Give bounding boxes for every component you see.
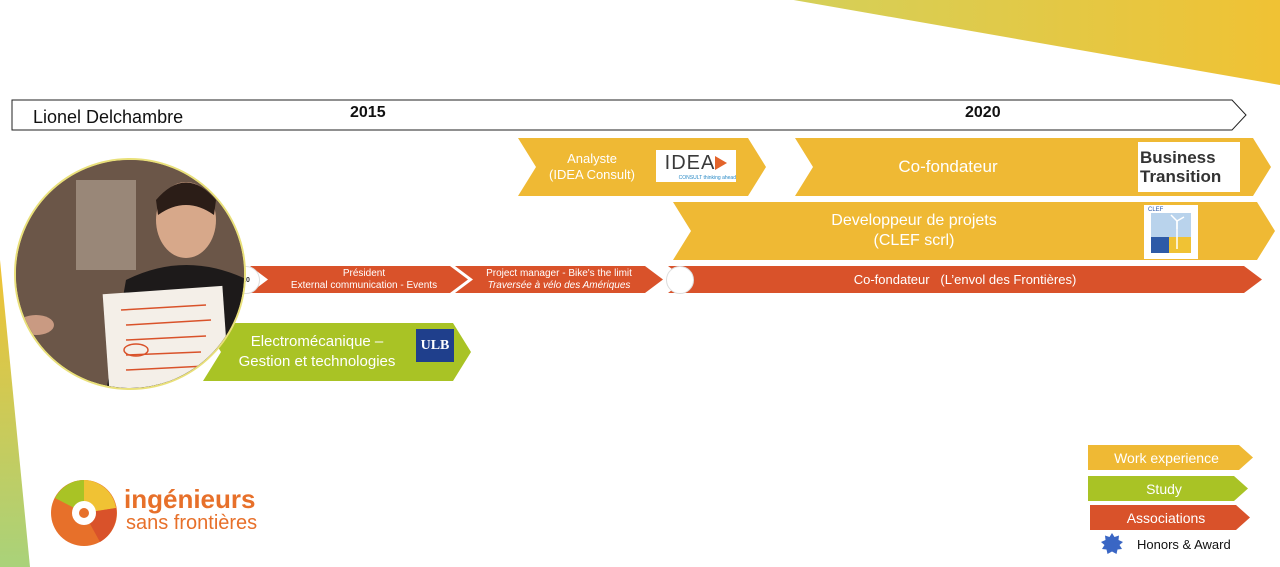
assoc-bikes-line2: Traversée à vélo des Amériques	[487, 279, 631, 291]
work-developpeur-title: Developpeur de projets	[831, 212, 997, 229]
work-cofondateur-title: Co-fondateur	[898, 157, 998, 176]
legend-study: Study	[1088, 476, 1248, 501]
idea-triangle-icon	[715, 156, 728, 170]
legend-honors-label: Honors & Award	[1137, 537, 1231, 552]
ulb-logo-text: ULB	[420, 337, 450, 353]
bt-logo-line1: Business	[1140, 148, 1216, 167]
study-line2: Gestion et technologies	[238, 353, 396, 370]
legend-assoc-label: Associations	[1126, 509, 1206, 526]
envol-logo-icon	[666, 266, 694, 294]
year-2020: 2020	[965, 104, 1001, 121]
legend-study-label: Study	[1146, 480, 1182, 497]
legend-associations: Associations	[1090, 505, 1250, 530]
assoc-bikes-arrow: Project manager - Bike's the limit Trave…	[455, 266, 663, 293]
ulb-logo: ULB	[416, 329, 454, 362]
top-right-gradient-strip	[793, 0, 1280, 85]
assoc-envol-arrow: Co-fondateur (L’envol des Frontières)	[668, 266, 1262, 293]
assoc-bikes-line1: Project manager - Bike's the limit	[486, 267, 632, 279]
assoc-10-badge-text: 10	[242, 276, 250, 284]
profile-photo	[14, 158, 246, 390]
clef-logo-text: CLEF	[1148, 207, 1164, 213]
assoc-president-line2: External communication - Events	[290, 279, 438, 291]
study-line1: Electromécanique –	[250, 333, 384, 350]
idea-logo-text: IDEA	[664, 151, 716, 174]
person-name: Lionel Delchambre	[33, 107, 184, 127]
isf-logo-title: ingénieurs	[124, 484, 256, 514]
work-analyste-sub: (IDEA Consult)	[549, 167, 635, 182]
legend-work-label: Work experience	[1114, 449, 1219, 466]
bt-logo-line2: Transition	[1140, 167, 1222, 186]
work-developpeur-sub: (CLEF scrl)	[873, 232, 955, 249]
year-2015: 2015	[350, 104, 386, 121]
clef-wind-turbine-icon	[1147, 207, 1195, 257]
idea-consult-logo: IDEA CONSULT thinking ahead	[656, 150, 736, 182]
legend-work: Work experience	[1088, 445, 1253, 470]
timeline-arrow	[11, 99, 1247, 131]
clef-logo: CLEF	[1144, 205, 1198, 259]
profile-photo-illustration	[16, 160, 244, 388]
assoc-president-arrow: Président External communication - Event…	[250, 266, 468, 293]
honors-award-icon	[1101, 533, 1123, 554]
business-transition-logo: Business Transition	[1138, 142, 1240, 192]
idea-logo-sub: CONSULT thinking ahead	[678, 174, 736, 181]
assoc-president-line1: Président	[342, 267, 386, 279]
isf-logo-subtitle: sans frontières	[126, 512, 258, 534]
isf-logo-icon	[51, 480, 117, 546]
work-analyste-title: Analyste	[567, 151, 617, 166]
assoc-envol-line1: Co-fondateur (L’envol des Frontières)	[853, 272, 1077, 287]
